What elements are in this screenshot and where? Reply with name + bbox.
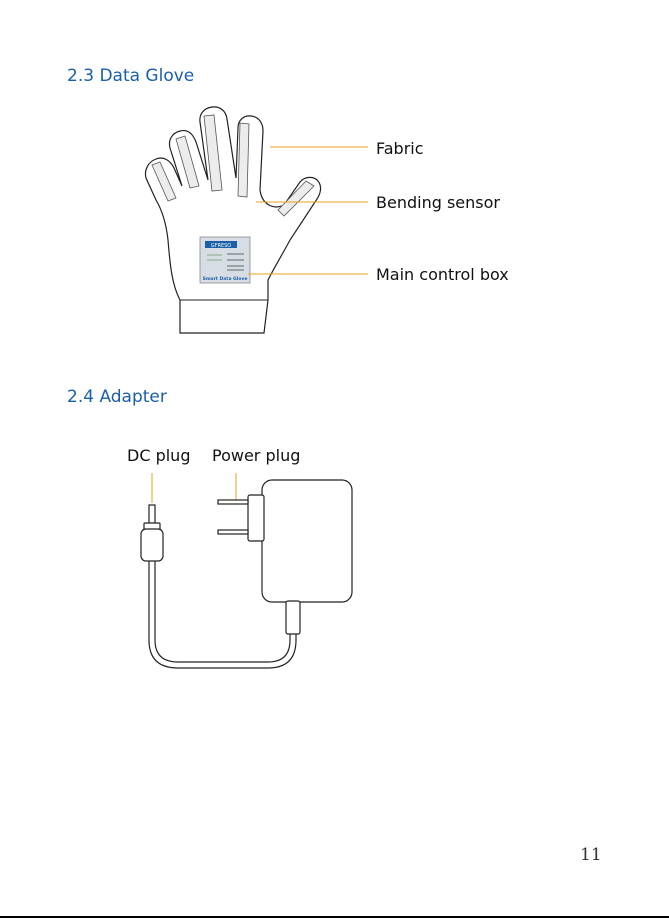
dc-plug	[141, 505, 163, 561]
page-number: 11	[580, 845, 602, 865]
page-bottom-rule	[0, 916, 669, 918]
power-brick	[218, 480, 352, 634]
adapter-illustration	[0, 0, 669, 700]
